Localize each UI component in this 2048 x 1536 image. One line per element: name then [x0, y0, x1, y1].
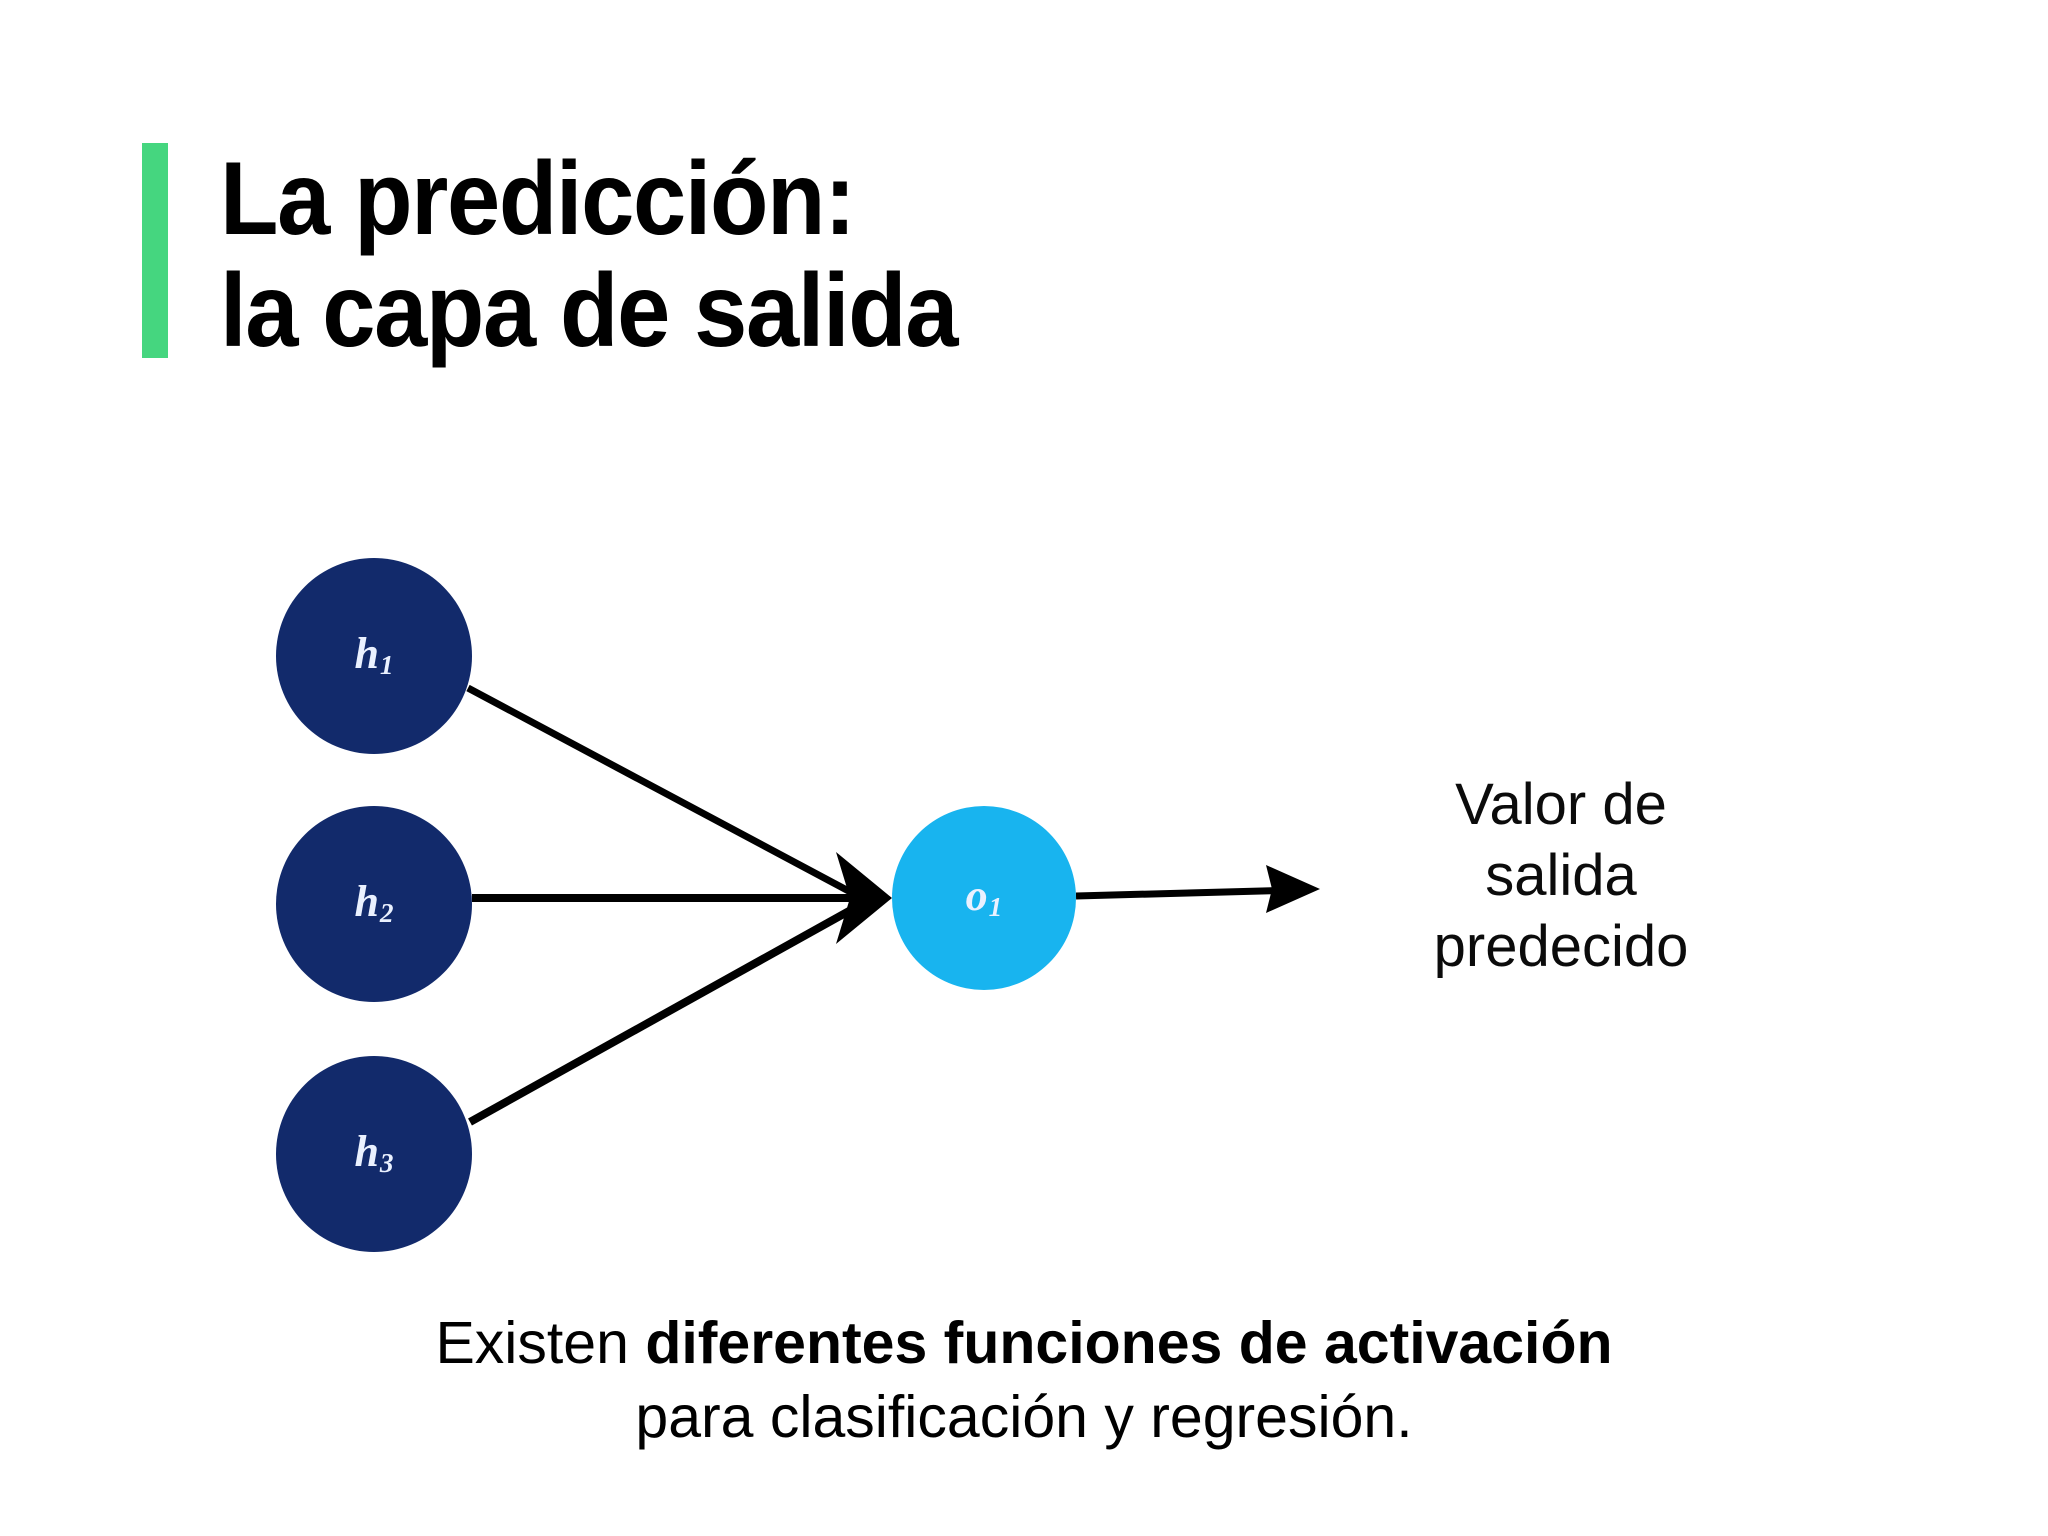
- node-label-h1: h1: [354, 629, 394, 681]
- node-label-h3: h3: [354, 1127, 394, 1179]
- node-label-o1: o1: [965, 871, 1003, 923]
- output-value-caption: Valor de salida predecido: [1396, 770, 1726, 982]
- bottom-caption: Existen diferentes funciones de activaci…: [0, 1306, 2048, 1455]
- bottom-caption-line-1: Existen diferentes funciones de activaci…: [0, 1306, 2048, 1380]
- network-node-h2[interactable]: h2: [276, 806, 472, 1002]
- network-node-h3[interactable]: h3: [276, 1056, 472, 1252]
- arrowhead-output: [1266, 865, 1320, 913]
- output-caption-line-1: Valor de: [1455, 772, 1667, 837]
- edge-h3-o1: [468, 902, 860, 1126]
- output-caption-line-3: predecido: [1433, 913, 1689, 979]
- edge-o1-output: [1075, 886, 1301, 900]
- green-accent-bar: [142, 143, 168, 358]
- bottom-caption-bold-text: diferentes funciones de activación: [645, 1310, 1613, 1376]
- edge-h1-o1: [466, 684, 860, 900]
- output-caption-line-2: salida: [1485, 842, 1637, 908]
- network-node-o1[interactable]: o1: [892, 806, 1076, 990]
- bottom-caption-regular-text: Existen: [435, 1310, 646, 1376]
- node-label-h2: h2: [354, 877, 394, 929]
- title-line-1: La predicción:: [220, 141, 856, 257]
- page-title: La predicción: la capa de salida: [220, 143, 1021, 368]
- arrowhead-into-o1: [836, 852, 892, 944]
- title-line-2: la capa de salida: [220, 253, 958, 370]
- network-node-h1[interactable]: h1: [276, 558, 472, 754]
- slide-title-group: La predicción: la capa de salida: [142, 143, 1021, 368]
- bottom-caption-line-2: para clasificación y regresión.: [635, 1384, 1413, 1451]
